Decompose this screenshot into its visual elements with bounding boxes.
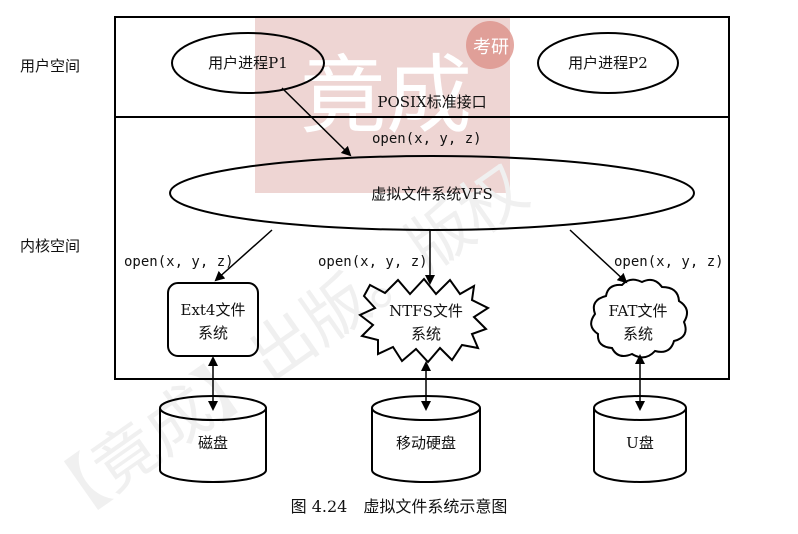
removable-disk-cylinder: 移动硬盘 <box>371 395 481 483</box>
kernel-space-label: 内核空间 <box>20 237 80 255</box>
ext4-label-line1: Ext4文件 <box>181 301 246 319</box>
ext4-label-line2: 系统 <box>198 324 228 342</box>
watermark-text: 【竟成】出版。版权 <box>27 152 541 534</box>
process-p1-label: 用户进程P1 <box>208 54 288 72</box>
ntfs-label-line1: NTFS文件 <box>389 302 463 320</box>
figure-caption: 图 4.24 虚拟文件系统示意图 <box>291 497 508 516</box>
arrow-p1-to-vfs <box>281 87 352 157</box>
open-call-left: open(x, y, z) <box>124 254 234 270</box>
user-space-label: 用户空间 <box>20 57 80 75</box>
ntfs-label-line2: 系统 <box>411 325 441 343</box>
vfs-ellipse <box>169 155 695 231</box>
fat-label-line2: 系统 <box>623 325 653 343</box>
usb-disk-label: U盘 <box>626 434 654 452</box>
arrow-vfs-to-fat <box>569 229 628 284</box>
watermark-logo-badge <box>466 21 514 69</box>
disk-cylinder: 磁盘 <box>159 395 267 483</box>
open-call-top: open(x, y, z) <box>372 131 482 147</box>
watermark-logo-tag: 考研 <box>473 37 509 58</box>
open-call-mid: open(x, y, z) <box>318 254 428 270</box>
process-p2-label: 用户进程P2 <box>568 54 648 72</box>
removable-disk-label: 移动硬盘 <box>396 434 456 452</box>
fat-fs-cloud <box>590 278 689 359</box>
disk-label: 磁盘 <box>198 434 228 452</box>
vfs-label: 虚拟文件系统VFS <box>371 185 493 203</box>
process-p2-ellipse <box>537 32 679 94</box>
usb-disk-cylinder: U盘 <box>593 395 687 483</box>
open-call-right: open(x, y, z) <box>614 254 724 270</box>
watermark-logo-block <box>255 18 510 193</box>
watermark-logo-main: 竟成 <box>300 46 472 146</box>
arrow-vfs-to-ext4 <box>214 229 273 282</box>
process-p1-ellipse <box>171 32 325 94</box>
ntfs-fs-shape <box>358 277 491 364</box>
posix-interface-label: POSIX标准接口 <box>377 93 486 111</box>
fat-label-line1: FAT文件 <box>608 302 667 320</box>
